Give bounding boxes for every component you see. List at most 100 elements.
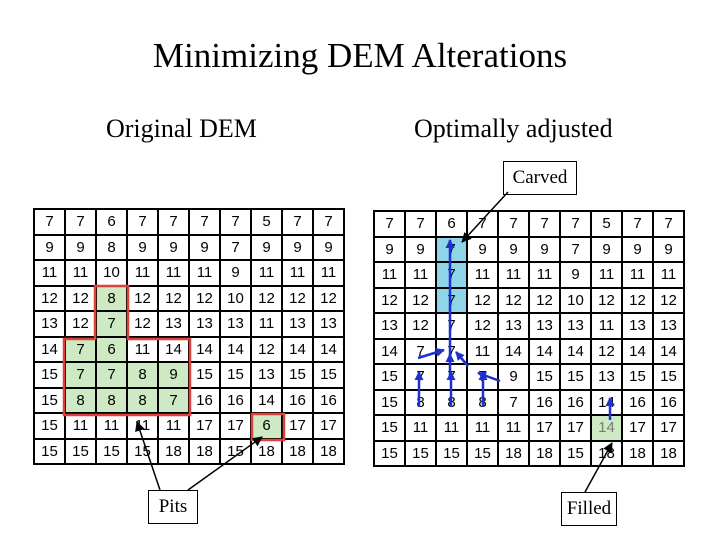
grid-cell: 7 bbox=[159, 388, 188, 412]
grid-cell: 12 bbox=[190, 286, 219, 310]
grid-cell: 13 bbox=[314, 312, 343, 336]
grid-cell: 8 bbox=[97, 388, 126, 412]
grid-cell: 11 bbox=[499, 416, 528, 440]
grid-cell: 14 bbox=[314, 337, 343, 361]
grid-cell: 7 bbox=[468, 212, 497, 236]
grid-cell: 12 bbox=[406, 288, 435, 312]
carved-pointer-arrow bbox=[461, 191, 509, 243]
grid-cell: 11 bbox=[592, 263, 621, 287]
grid-cell: 13 bbox=[35, 312, 64, 336]
grid-cell: 9 bbox=[35, 235, 64, 259]
grid-cell: 7 bbox=[437, 288, 466, 312]
grid-cell: 15 bbox=[35, 363, 64, 387]
grid-cell: 14 bbox=[35, 337, 64, 361]
grid-cell: 7 bbox=[561, 237, 590, 261]
grid-cell: 15 bbox=[406, 441, 435, 465]
grid-cell: 13 bbox=[654, 314, 683, 338]
grid-cell: 11 bbox=[66, 261, 95, 285]
grid-cell: 9 bbox=[530, 237, 559, 261]
grid-cell: 15 bbox=[283, 363, 312, 387]
grid-cell: 11 bbox=[406, 263, 435, 287]
grid-cell: 17 bbox=[283, 414, 312, 438]
grid-cell: 7 bbox=[66, 337, 95, 361]
grid-cell: 7 bbox=[437, 314, 466, 338]
grid-cell: 5 bbox=[592, 212, 621, 236]
grid-cell: 11 bbox=[375, 263, 404, 287]
grid-cell: 9 bbox=[221, 261, 250, 285]
grid-cell: 15 bbox=[375, 390, 404, 414]
pit-outline-main bbox=[62, 284, 192, 417]
grid-cell: 9 bbox=[190, 235, 219, 259]
grid-cell: 11 bbox=[499, 263, 528, 287]
grid-cell: 18 bbox=[159, 439, 188, 463]
grid-cell: 12 bbox=[66, 286, 95, 310]
grid-cell: 11 bbox=[128, 261, 157, 285]
grid-cell: 14 bbox=[499, 339, 528, 363]
grid-cell: 14 bbox=[283, 337, 312, 361]
grid-cell: 16 bbox=[530, 390, 559, 414]
grid-cell: 11 bbox=[35, 261, 64, 285]
grid-cell: 13 bbox=[375, 314, 404, 338]
grid-cell: 18 bbox=[190, 439, 219, 463]
grid-cell: 9 bbox=[66, 235, 95, 259]
grid-cell: 12 bbox=[128, 312, 157, 336]
grid-cell: 7 bbox=[314, 210, 343, 234]
grid-cell: 10 bbox=[97, 261, 126, 285]
grid-cell: 7 bbox=[97, 363, 126, 387]
grid-cell: 12 bbox=[314, 286, 343, 310]
grid-cell: 18 bbox=[314, 439, 343, 463]
grid-cell: 9 bbox=[561, 263, 590, 287]
carved-callout: Carved bbox=[503, 161, 577, 195]
grid-cell: 7 bbox=[499, 212, 528, 236]
grid-cell: 14 bbox=[190, 337, 219, 361]
grid-cell: 12 bbox=[159, 286, 188, 310]
grid-cell: 8 bbox=[406, 390, 435, 414]
grid-cell: 16 bbox=[221, 388, 250, 412]
grid-cell: 7 bbox=[375, 212, 404, 236]
grid-cell: 15 bbox=[35, 414, 64, 438]
pits-callout: Pits bbox=[148, 490, 198, 524]
grid-cell: 15 bbox=[221, 363, 250, 387]
pits-pointer-arrow-1 bbox=[135, 421, 161, 491]
grid-cell: 15 bbox=[190, 363, 219, 387]
grid-cell: 18 bbox=[654, 441, 683, 465]
grid-cell: 18 bbox=[283, 439, 312, 463]
grid-cell: 7 bbox=[159, 210, 188, 234]
grid-cell: 16 bbox=[190, 388, 219, 412]
grid-cell: 17 bbox=[654, 416, 683, 440]
filled-callout: Filled bbox=[561, 492, 617, 526]
grid-cell: 12 bbox=[592, 339, 621, 363]
grid-cell: 14 bbox=[561, 339, 590, 363]
grid-cell: 11 bbox=[437, 416, 466, 440]
grid-cell: 15 bbox=[530, 365, 559, 389]
grid-cell: 9 bbox=[283, 235, 312, 259]
grid-cell: 8 bbox=[128, 363, 157, 387]
optimally-adjusted-subtitle: Optimally adjusted bbox=[414, 114, 613, 143]
grid-cell: 7 bbox=[406, 212, 435, 236]
grid-cell: 17 bbox=[623, 416, 652, 440]
grid-cell: 9 bbox=[159, 235, 188, 259]
grid-cell: 15 bbox=[314, 363, 343, 387]
grid-cell: 6 bbox=[252, 414, 281, 438]
grid-cell: 9 bbox=[128, 235, 157, 259]
grid-cell: 7 bbox=[406, 339, 435, 363]
grid-cell: 15 bbox=[375, 365, 404, 389]
grid-cell: 7 bbox=[97, 312, 126, 336]
grid-cell: 16 bbox=[314, 388, 343, 412]
grid-cell: 13 bbox=[221, 312, 250, 336]
grid-cell: 11 bbox=[97, 414, 126, 438]
grid-cell: 15 bbox=[221, 439, 250, 463]
grid-cell: 7 bbox=[190, 210, 219, 234]
grid-cell: 9 bbox=[499, 365, 528, 389]
grid-cell: 14 bbox=[623, 339, 652, 363]
grid-cell: 14 bbox=[592, 416, 621, 440]
grid-cell: 11 bbox=[159, 261, 188, 285]
grid-cell: 16 bbox=[654, 390, 683, 414]
grid-cell: 9 bbox=[406, 237, 435, 261]
filled-pointer-arrow bbox=[584, 442, 613, 493]
original-dem-subtitle: Original DEM bbox=[106, 114, 257, 143]
grid-cell: 11 bbox=[406, 416, 435, 440]
grid-cell: 10 bbox=[561, 288, 590, 312]
